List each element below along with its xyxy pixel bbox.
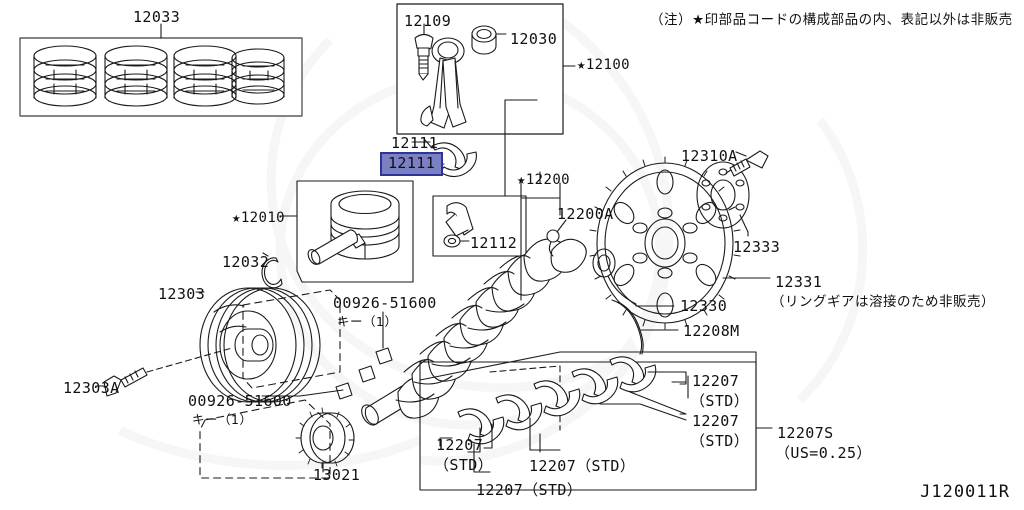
callout-12207-1-std: （STD） xyxy=(690,392,750,410)
note-non-sale: （注）★印部品コードの構成部品の内、表記以外は非販売 xyxy=(650,12,1013,28)
callout-12207-2-std: （STD） xyxy=(690,432,750,450)
callout-key-lower-qty: キー（1） xyxy=(192,412,253,427)
callout-12207-3-std: （STD） xyxy=(434,456,494,474)
callout-12207S[interactable]: 12207S xyxy=(777,424,834,442)
callout-12111[interactable]: 12111 xyxy=(391,134,439,152)
callout-12207-4[interactable]: 12207（STD） xyxy=(529,457,636,475)
callout-12303A[interactable]: 12303A xyxy=(63,379,120,397)
callout-key-upper[interactable]: 00926-51600 xyxy=(333,294,437,312)
callout-12208M[interactable]: 12208M xyxy=(683,322,740,340)
callout-12207S-us: （US=0.25） xyxy=(775,444,872,462)
callout-12109[interactable]: 12109 xyxy=(404,12,452,30)
callout-13021[interactable]: 13021 xyxy=(313,466,361,484)
callout-12330[interactable]: 12330 xyxy=(680,297,728,315)
note-ring-gear-welded: （リングギアは溶接のため非販売） xyxy=(771,294,995,310)
callout-12207-3[interactable]: 12207 xyxy=(436,436,484,454)
callout-12200A[interactable]: 12200A xyxy=(557,205,614,223)
callout-12030[interactable]: 12030 xyxy=(510,30,558,48)
callout-12200[interactable]: ★12200 xyxy=(517,172,570,188)
callout-12333[interactable]: 12333 xyxy=(733,238,781,256)
callout-key-lower[interactable]: 00926-51600 xyxy=(188,392,292,410)
callout-key-upper-qty: キー（1） xyxy=(337,314,398,329)
callout-12331[interactable]: 12331 xyxy=(775,273,823,291)
highlighted-part-number-12111[interactable]: 12111 xyxy=(380,152,444,176)
callout-12032[interactable]: 12032 xyxy=(222,253,270,271)
callout-12033[interactable]: 12033 xyxy=(133,8,181,26)
callout-12207-5[interactable]: 12207（STD） xyxy=(476,481,583,499)
callout-12303[interactable]: 12303 xyxy=(158,285,206,303)
callout-12100[interactable]: ★12100 xyxy=(577,57,630,73)
callout-12010[interactable]: ★12010 xyxy=(232,210,285,226)
callout-12310A[interactable]: 12310A xyxy=(681,147,738,165)
callout-12207-2[interactable]: 12207 xyxy=(692,412,740,430)
drawing-number: J120011R xyxy=(920,482,1010,502)
callout-12112[interactable]: 12112 xyxy=(470,234,518,252)
callout-12207-1[interactable]: 12207 xyxy=(692,372,740,390)
